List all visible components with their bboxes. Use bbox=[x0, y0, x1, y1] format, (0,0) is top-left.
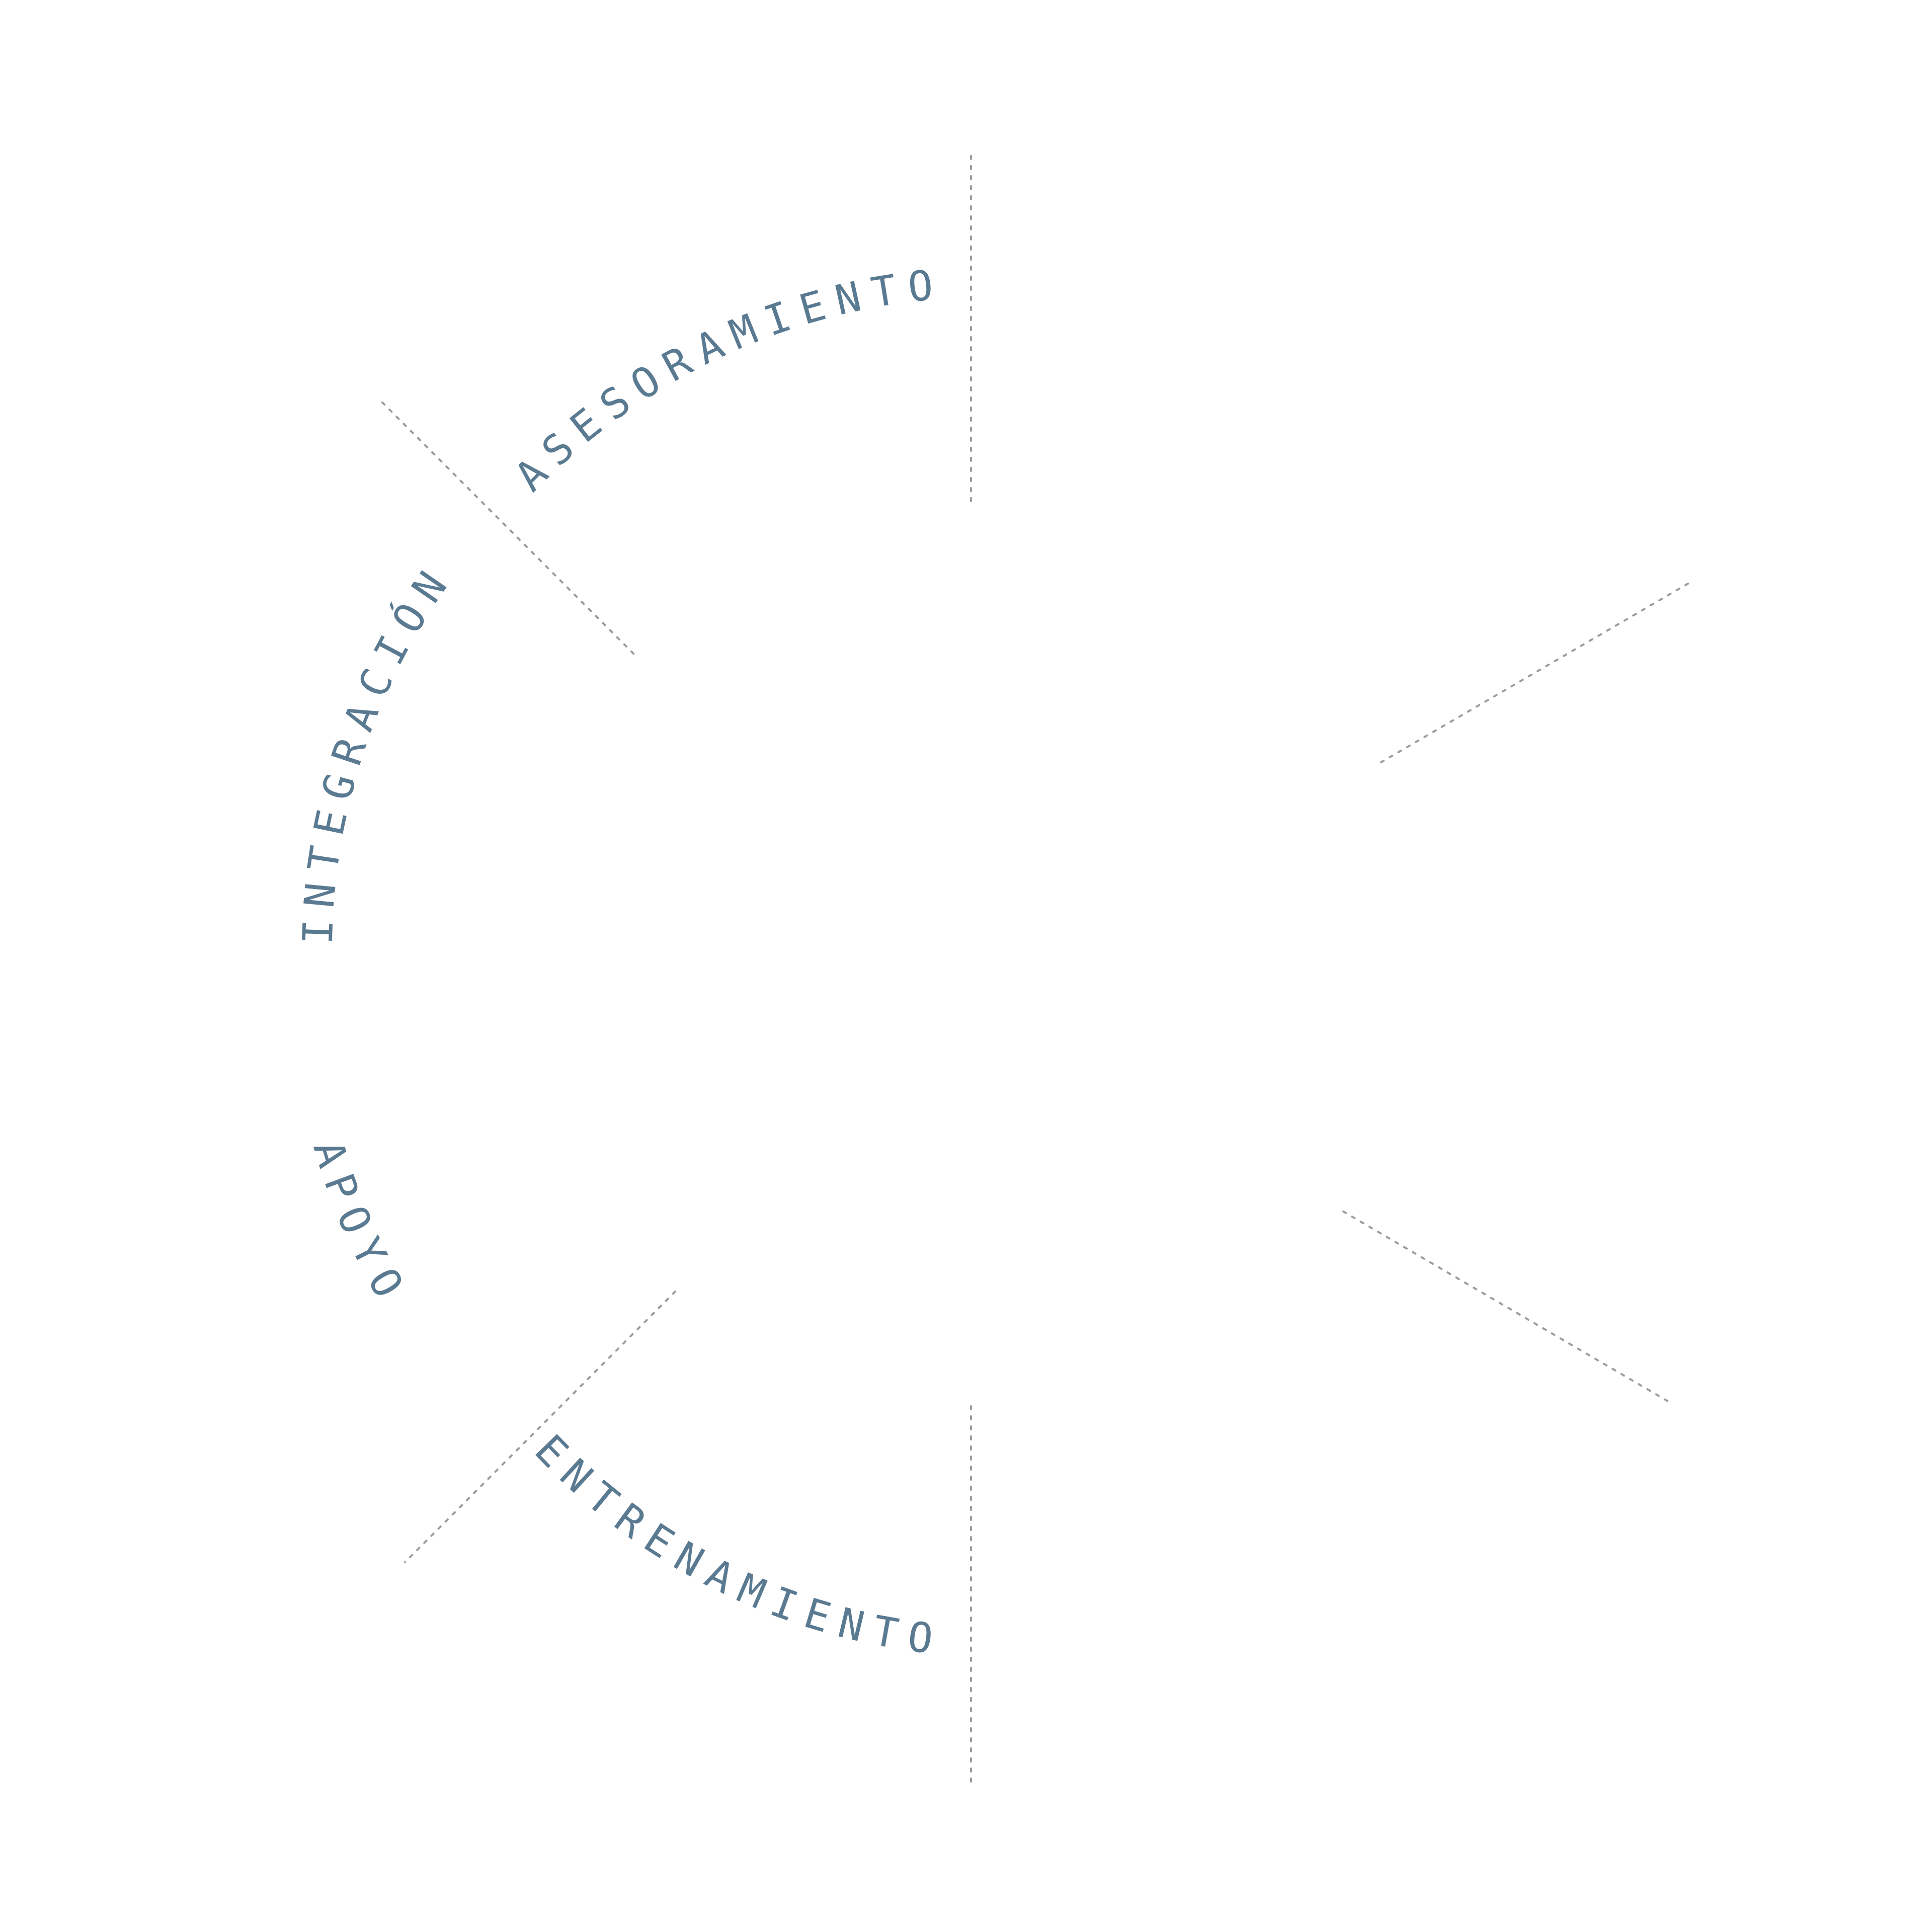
divider-upper-left bbox=[381, 401, 637, 658]
radial-dividers bbox=[381, 155, 1689, 1790]
label-asesoramiento: ASESORAMIENTO bbox=[506, 261, 946, 501]
label-integracion: INTEGRACIÓN bbox=[294, 554, 463, 945]
label-apoyo: APOYO bbox=[303, 1135, 418, 1315]
label-entrenamiento: ENTRENAMIENTO bbox=[525, 1426, 946, 1665]
divider-lower-left bbox=[404, 1291, 676, 1563]
segment-labels: ASESORAMIENTO INTEGRACIÓN APOYO ENTRENAM… bbox=[294, 261, 946, 1665]
divider-lower-right bbox=[1342, 1211, 1669, 1402]
divider-upper-right bbox=[1380, 583, 1689, 763]
